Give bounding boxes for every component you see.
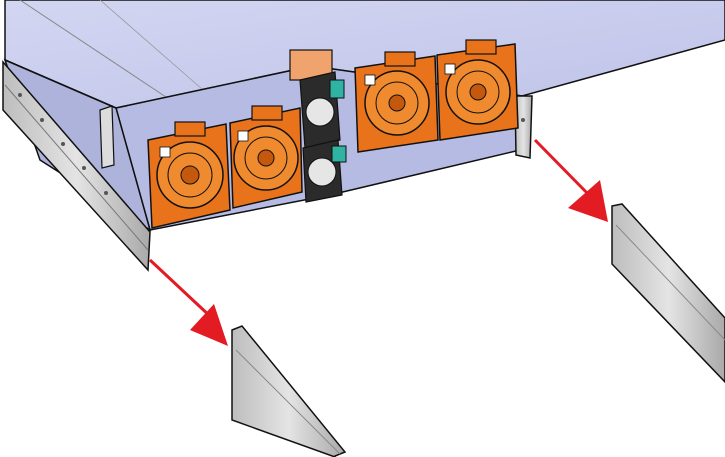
- warning-label-icon: [444, 63, 456, 75]
- warning-label-icon: [364, 74, 376, 86]
- rail-holes: [18, 93, 108, 195]
- right-mounted-rail: [514, 95, 533, 159]
- chassis-seam-line: [99, 0, 211, 97]
- psu-latch: [331, 145, 347, 163]
- power-supply-unit: [302, 139, 347, 203]
- rail-bracket: [99, 105, 115, 169]
- right-loose-rail: [611, 203, 725, 384]
- fan-module: [354, 51, 439, 153]
- warning-label-icon: [159, 146, 171, 158]
- fan-module: [229, 105, 303, 209]
- arrow-icon: [148, 258, 228, 346]
- left-loose-rail: [231, 325, 347, 457]
- rail-groove: [4, 84, 149, 251]
- fan-module: [436, 39, 519, 141]
- warning-label-icon: [237, 130, 249, 142]
- fan-module: [147, 121, 231, 229]
- chassis-seam-line: [19, 0, 176, 104]
- rail-hole: [521, 118, 525, 122]
- psu-latch: [329, 79, 345, 99]
- left-mounted-rail: [2, 59, 151, 272]
- power-supply-unit: [289, 49, 345, 149]
- arrow-icon: [533, 138, 608, 222]
